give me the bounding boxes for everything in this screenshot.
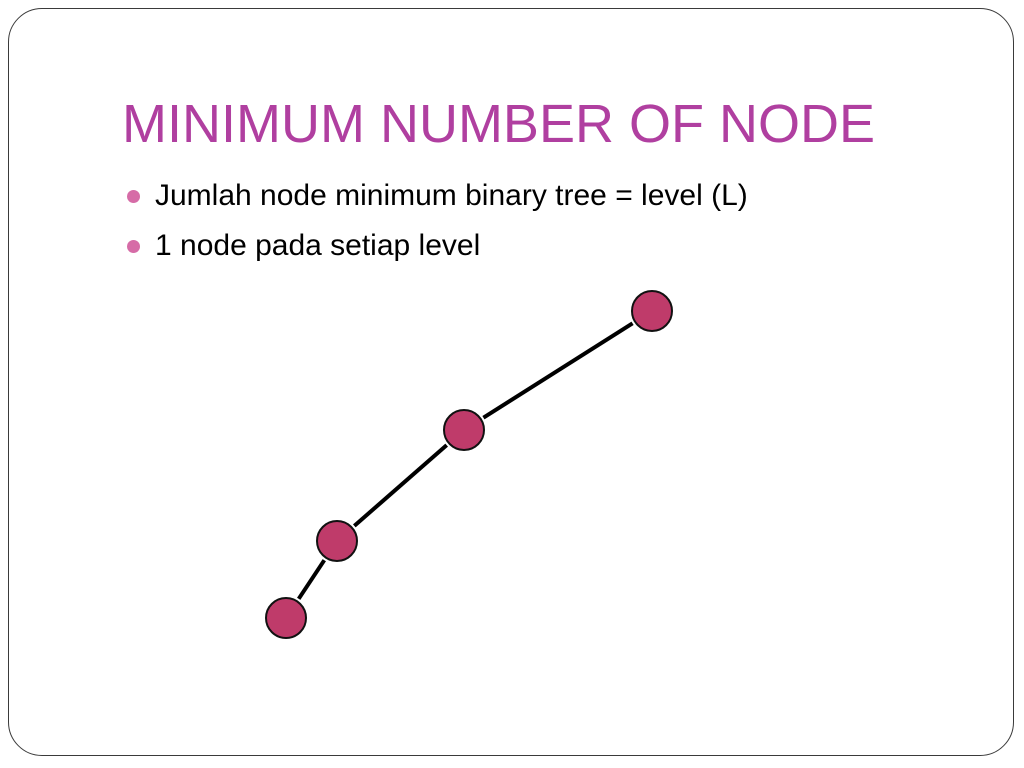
bullet-list: Jumlah node minimum binary tree = level … [127,171,748,271]
level-1-node [631,290,673,332]
tree-edge [482,321,634,420]
tree-edge [297,559,326,600]
bullet-item: 1 node pada setiap level [127,221,748,271]
bullet-dot-icon [127,240,140,253]
bullet-dot-icon [127,190,140,203]
level-2-node [443,409,485,451]
edges-layer [297,321,634,600]
slide: MINIMUM NUMBER OF NODE Jumlah node minim… [8,8,1014,756]
bullet-text: Jumlah node minimum binary tree = level … [155,179,748,212]
bullet-text: 1 node pada setiap level [155,229,481,262]
slide-title: MINIMUM NUMBER OF NODE [122,94,875,154]
bullet-item: Jumlah node minimum binary tree = level … [127,171,748,221]
level-4-node [265,597,307,639]
level-3-node [316,520,358,562]
nodes-layer [265,290,673,639]
tree-edge [353,443,448,528]
